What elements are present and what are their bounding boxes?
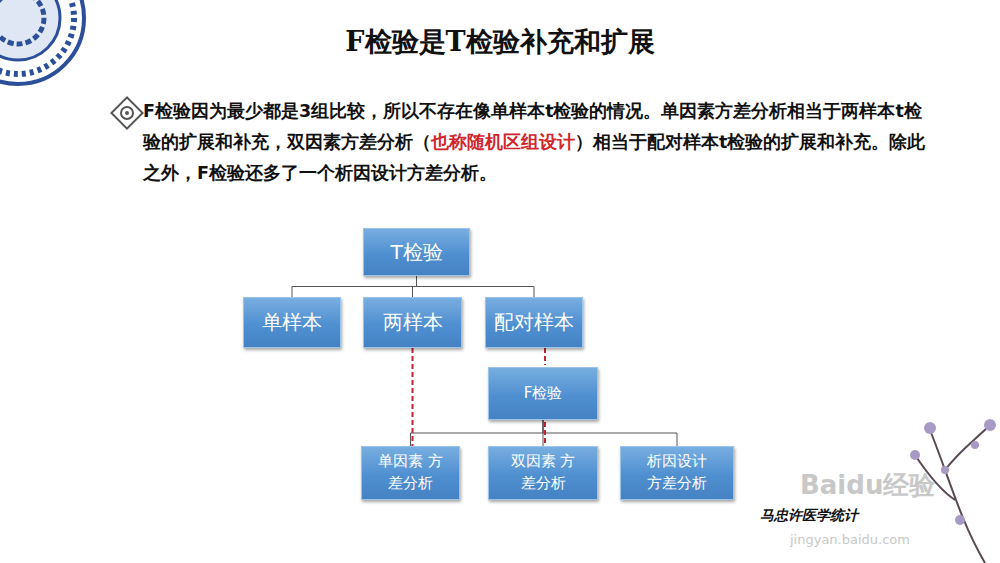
box-text: 双因素 方差分析 <box>506 451 581 495</box>
box-text: F检验 <box>506 383 581 405</box>
box-text: 单因素 方差分析 <box>373 451 448 495</box>
watermark: jingyan.baidu.com <box>790 532 910 547</box>
signature: 马忠许医学统计 <box>760 507 858 525</box>
box-text: 单样本 <box>262 308 322 337</box>
process-box: 单因素 方差分析 <box>361 446 460 500</box>
process-box: 单样本 <box>243 297 341 348</box>
box-text: 两样本 <box>383 308 443 337</box>
process-box: 两样本 <box>363 297 462 348</box>
box-text: 配对样本 <box>494 308 574 337</box>
process-box: F检验 <box>488 367 598 420</box>
slide-title: F检验是T检验补充和扩展 <box>0 24 1000 60</box>
bullet-icon <box>111 97 142 128</box>
tree-connector <box>411 420 544 446</box>
tree-connector <box>413 276 417 297</box>
process-box: 析因设计 方差分析 <box>620 446 734 500</box>
tree-connector <box>292 276 417 297</box>
process-box: 配对样本 <box>485 297 583 348</box>
paragraph: F检验因为最少都是3组比较，所以不存在像单样本t检验的情况。单因素方差分析相当于… <box>143 96 933 189</box>
paragraph-text: 也称随机区组设计 <box>431 132 575 152</box>
watermark: Baidu经验 <box>800 468 935 503</box>
process-box: 双因素 方差分析 <box>488 446 598 500</box>
box-text: 析因设计 方差分析 <box>640 451 715 495</box>
process-box: T检验 <box>363 228 470 276</box>
tree-connector <box>417 276 535 297</box>
dashed-link <box>412 348 414 446</box>
box-text: T检验 <box>390 238 442 267</box>
porcelain-plate <box>0 0 84 84</box>
tree-connector <box>543 420 677 446</box>
